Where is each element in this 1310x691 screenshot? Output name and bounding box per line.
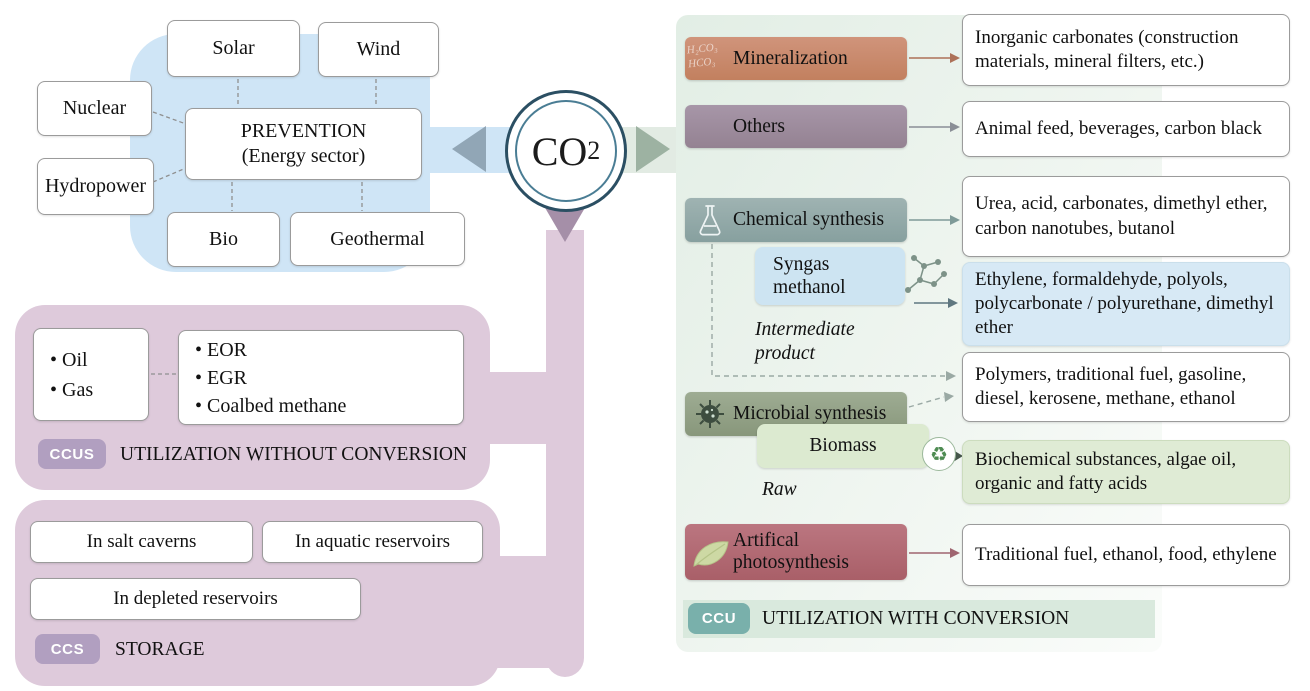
category-chemical-synthesis: Chemical synthesis [685,198,907,242]
storage-title: STORAGE [115,639,205,660]
syngas-methanol-box: Syngas methanol [755,247,905,305]
result-biochemical-substances: Biochemical substances, algae oil, organ… [962,440,1290,504]
recycle-icon: ♻ [922,437,956,471]
storage-option-aquatic-reservoirs: In aquatic reservoirs [262,521,483,563]
biomass-box: Biomass [757,424,929,468]
utilization-without-title: UTILIZATION WITHOUT CONVERSION [120,444,467,465]
energy-source-bio: Bio [167,212,280,267]
co2-to-prevention-band [420,127,514,173]
ccu-title-band [683,600,1155,638]
result-inorganic-carbonates: Inorganic carbonates (construction mater… [962,14,1290,86]
energy-source-geothermal: Geothermal [290,212,465,266]
energy-source-nuclear: Nuclear [37,81,152,136]
energy-source-wind: Wind [318,22,439,77]
category-mineralization: Mineralization [685,37,907,80]
microbe-icon [692,396,728,437]
utilization-with-title: UTILIZATION WITH CONVERSION [762,608,1070,629]
storage-option-depleted-reservoirs: In depleted reservoirs [30,578,361,620]
flask-icon [694,203,726,244]
storage-option-salt-caverns: In salt caverns [30,521,253,563]
ccu-badge: CCU [688,603,750,634]
intermediate-product-note: Intermediate product [755,319,855,365]
result-polymers-fuel: Polymers, traditional fuel, gasoline, di… [962,352,1290,422]
oil-gas-box: • Oil • Gas [33,328,149,421]
raw-note: Raw [762,479,797,500]
prevention-main-box: PREVENTION (Energy sector) [185,108,422,180]
result-animal-feed: Animal feed, beverages, carbon black [962,101,1290,157]
recovery-methods-box: • EOR • EGR • Coalbed methane [178,330,464,425]
result-urea-acid: Urea, acid, carbonates, dimethyl ether, … [962,176,1290,257]
energy-source-hydropower: Hydropower [37,158,154,215]
carbonic-acid-formula-icon: H₂CO₃ HCO₃ [686,41,719,71]
ccs-badge: CCS [35,634,100,664]
category-others: Others [685,105,907,148]
result-traditional-fuel: Traditional fuel, ethanol, food, ethylen… [962,524,1290,586]
energy-source-solar: Solar [167,20,300,77]
co2-down-band [546,230,584,677]
leaf-icon [690,536,732,577]
molecule-icon [898,252,952,307]
result-ethylene-formaldehyde: Ethylene, formaldehyde, polyols, polycar… [962,262,1290,346]
ccus-badge: CCUS [38,439,106,469]
